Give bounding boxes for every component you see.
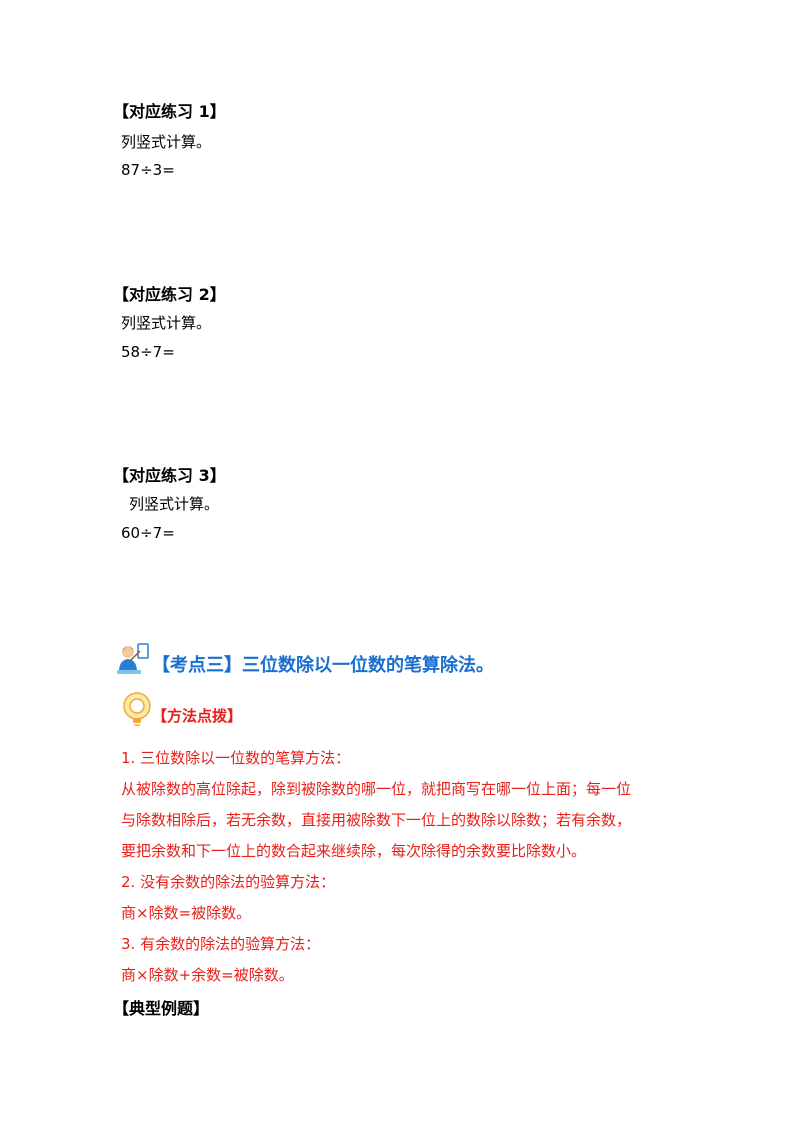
section-3-title: 【考点三】三位数除以一位数的笔算除法。 — [152, 655, 494, 676]
teacher-icon — [116, 641, 150, 675]
practice-3-heading: 【对应练习 3】 — [113, 466, 226, 485]
method-line: 与除数相除后，若无余数，直接用被除数下一位上的数除以除数；若有余数， — [121, 811, 632, 829]
method-line: 从被除数的高位除起，除到被除数的哪一位，就把商写在哪一位上面；每一位 — [121, 780, 632, 798]
method-line: 商×除数=被除数。 — [121, 904, 252, 922]
method-line: 要把余数和下一位上的数合起来继续除，每次除得的余数要比除数小。 — [121, 842, 587, 860]
method-line: 商×除数+余数=被除数。 — [121, 966, 294, 984]
method-line: 3. 有余数的除法的验算方法： — [121, 935, 321, 953]
practice-2-problem: 58÷7= — [121, 343, 175, 361]
practice-2-heading: 【对应练习 2】 — [113, 285, 226, 304]
practice-1-problem: 87÷3= — [121, 161, 175, 179]
practice-2-instruction: 列竖式计算。 — [121, 314, 212, 332]
method-heading: 【方法点拨】 — [152, 707, 243, 725]
lightbulb-icon — [121, 692, 153, 726]
method-line: 2. 没有余数的除法的验算方法： — [121, 873, 336, 891]
example-heading: 【典型例题】 — [113, 999, 210, 1018]
practice-1-instruction: 列竖式计算。 — [121, 133, 212, 151]
practice-3-instruction: 列竖式计算。 — [129, 495, 220, 513]
practice-1-heading: 【对应练习 1】 — [113, 102, 226, 121]
practice-3-problem: 60÷7= — [121, 524, 175, 542]
method-line: 1. 三位数除以一位数的笔算方法： — [121, 749, 351, 767]
